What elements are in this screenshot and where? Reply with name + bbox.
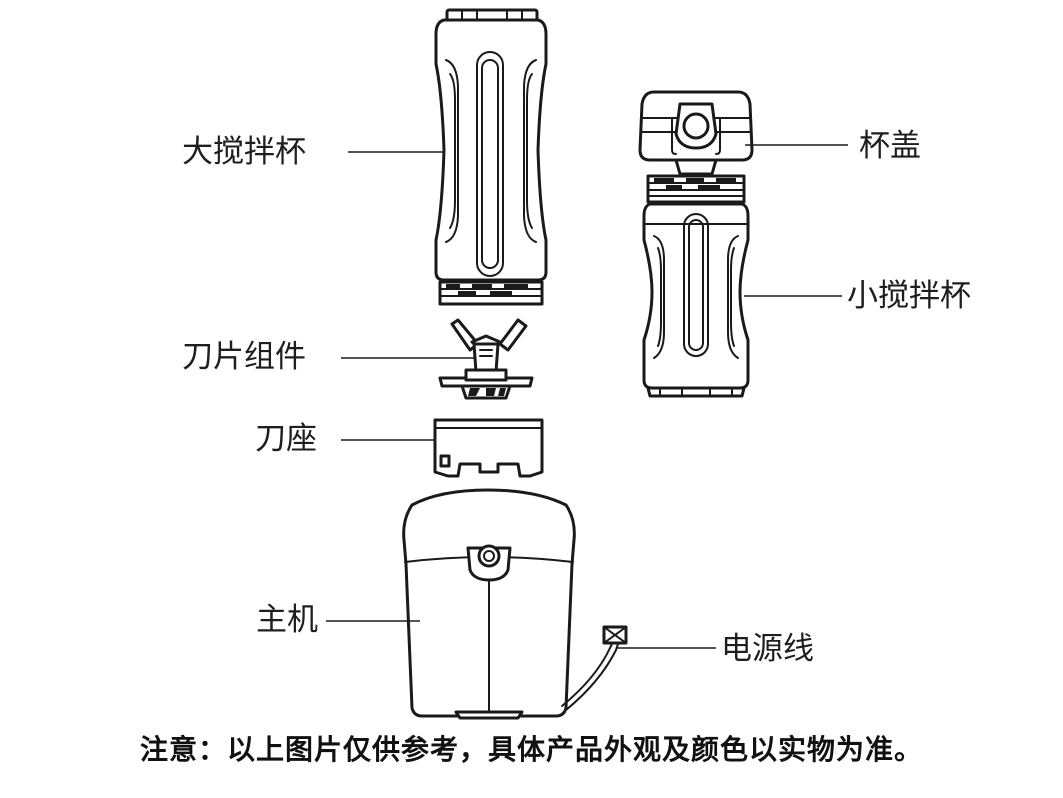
label-large-cup: 大搅拌杯 <box>182 134 306 170</box>
label-small-cup: 小搅拌杯 <box>847 278 971 314</box>
main-unit-drawing <box>402 488 576 720</box>
small-cup-drawing <box>642 174 750 398</box>
label-power-cord: 电源线 <box>721 631 814 667</box>
label-lid: 杯盖 <box>859 128 921 164</box>
label-main-unit: 主机 <box>256 602 318 638</box>
disclaimer-note: 注意：以上图片仅供参考，具体产品外观及颜色以实物为准。 <box>139 733 923 766</box>
blade-assembly-drawing <box>438 318 534 400</box>
label-blade-assembly: 刀片组件 <box>182 339 306 375</box>
large-cup-drawing <box>434 8 548 306</box>
power-cord-drawing <box>561 625 628 711</box>
label-blade-seat: 刀座 <box>255 421 317 457</box>
blade-seat-drawing <box>433 418 544 478</box>
lid-drawing <box>638 90 754 176</box>
